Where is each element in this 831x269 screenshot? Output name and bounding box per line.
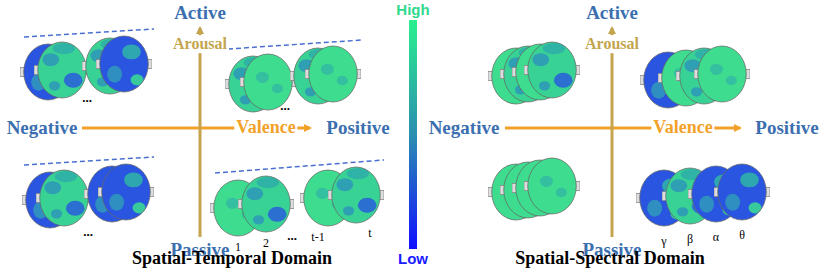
ellipsis: ... [280,99,290,113]
axis-label: Positive [755,118,818,139]
axis-name: Valence [234,118,297,138]
axis-name: Arousal [171,35,229,53]
frame-index: 2 [263,237,269,250]
band-label: γ [661,235,666,248]
frame-index: t [368,227,371,240]
ellipsis: ... [83,225,93,239]
axis-name: Valence [651,118,714,138]
colorbar-label: High [396,2,429,19]
axis-name: Arousal [583,35,641,53]
frame-index: t-1 [311,231,324,244]
panel-caption: Spatial-Spectral Domain [515,249,705,269]
frame-index: 1 [235,241,241,254]
ellipsis: ... [287,229,297,243]
axis-label: Negative [7,118,78,139]
band-label: θ [739,229,745,242]
axis-label: Active [174,3,226,24]
panel-caption: Spatial-Temporal Domain [132,249,332,269]
band-label: α [713,231,719,244]
axis-label: Active [586,3,638,24]
band-label: β [687,233,693,246]
axis-label: Negative [429,118,500,139]
colorbar-label: Low [398,251,428,268]
ellipsis: ... [82,91,92,105]
axis-label: Positive [326,118,389,139]
